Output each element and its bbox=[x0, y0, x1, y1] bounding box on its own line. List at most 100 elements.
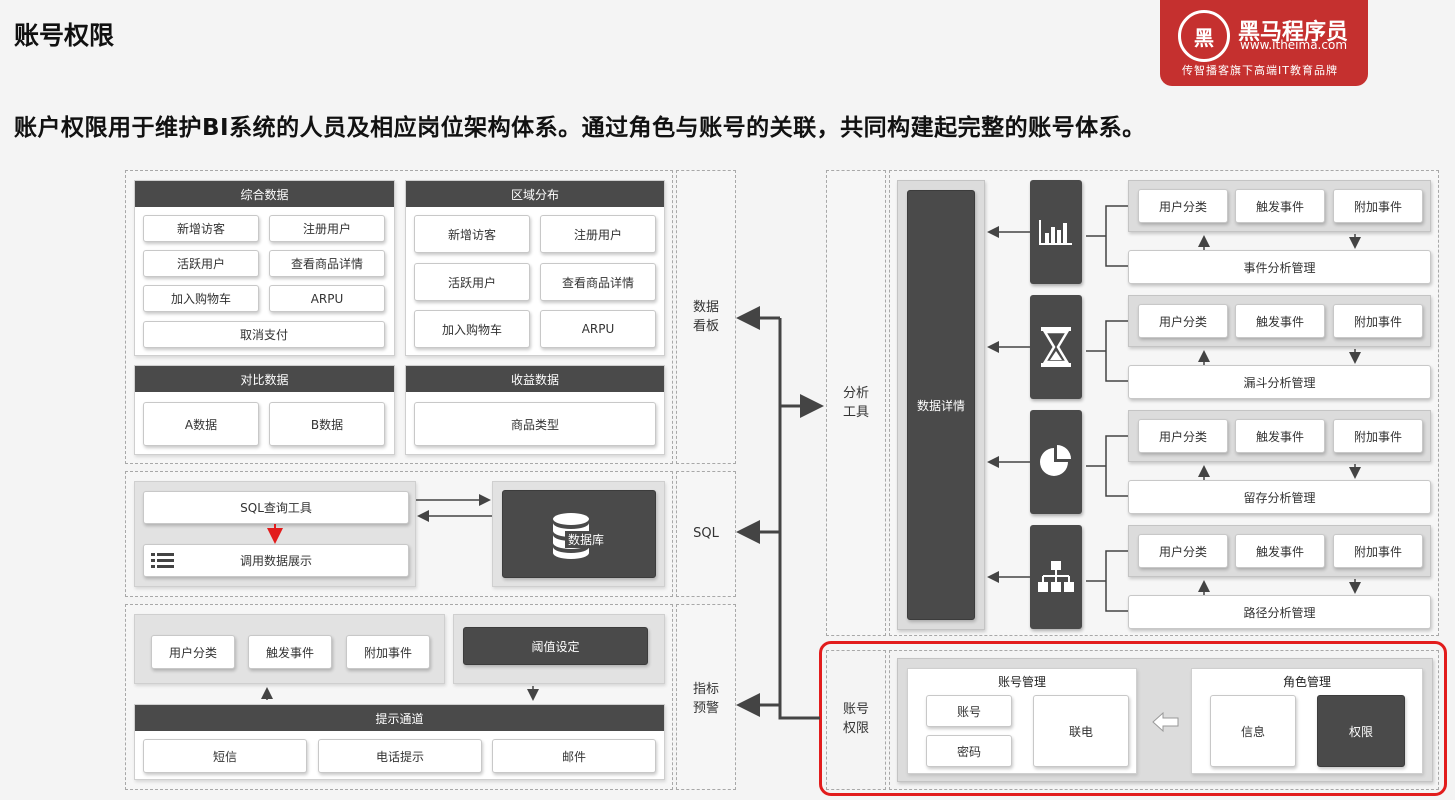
analysis-label-region bbox=[826, 170, 886, 636]
panel-title: 提示通道 bbox=[135, 705, 664, 731]
password-button[interactable]: 密码 bbox=[926, 735, 1012, 767]
metric-new-visitors[interactable]: 新增访客 bbox=[143, 215, 259, 242]
path-analysis-tile[interactable] bbox=[1030, 525, 1082, 629]
account-label: 账号 权限 bbox=[842, 702, 869, 736]
panel-title: 区域分布 bbox=[406, 181, 664, 207]
funnel-analysis-tile[interactable] bbox=[1030, 295, 1082, 399]
analysis-manager-button[interactable]: 漏斗分析管理 bbox=[1128, 365, 1431, 399]
channel-email[interactable]: 邮件 bbox=[492, 739, 656, 773]
page-title: 账号权限 bbox=[14, 21, 115, 50]
metric-active-users[interactable]: 活跃用户 bbox=[414, 263, 530, 301]
metric-cancel-payment[interactable]: 取消支付 bbox=[143, 321, 385, 348]
account-management-panel: 账号管理 账号 密码 联电 bbox=[907, 668, 1137, 774]
analysis-manager-button[interactable]: 事件分析管理 bbox=[1128, 250, 1431, 284]
metric-new-visitors[interactable]: 新增访客 bbox=[414, 215, 530, 253]
analysis-label: 分析 工具 bbox=[842, 386, 869, 420]
metric-arpu[interactable]: ARPU bbox=[540, 310, 656, 348]
alert-label: 指标 预警 bbox=[692, 682, 719, 716]
metric-arpu[interactable]: ARPU bbox=[269, 285, 385, 312]
alert-trigger-event[interactable]: 触发事件 bbox=[248, 635, 332, 669]
metric-registered-users[interactable]: 注册用户 bbox=[540, 215, 656, 253]
account-highlight-frame bbox=[819, 641, 1447, 796]
data-detail-frame: 数据详情 bbox=[897, 180, 985, 630]
arrow-left-icon bbox=[1152, 711, 1179, 733]
threshold-panel: 阈值设定 bbox=[453, 614, 665, 684]
alert-label-region bbox=[676, 604, 736, 790]
option-trigger-event[interactable]: 触发事件 bbox=[1235, 304, 1325, 338]
metric-add-to-cart[interactable]: 加入购物车 bbox=[414, 310, 530, 348]
dashboard-label-region bbox=[676, 170, 736, 464]
metric-add-to-cart[interactable]: 加入购物车 bbox=[143, 285, 259, 312]
analysis-options-frame: 用户分类触发事件附加事件 bbox=[1128, 180, 1431, 232]
metric-b-data[interactable]: B数据 bbox=[269, 402, 385, 446]
hourglass-icon bbox=[1041, 327, 1071, 367]
metric-view-product-detail[interactable]: 查看商品详情 bbox=[269, 250, 385, 277]
sql-tool-panel: SQL查询工具 调用数据展示 bbox=[134, 481, 416, 587]
metric-registered-users[interactable]: 注册用户 bbox=[269, 215, 385, 242]
hierarchy-icon bbox=[1038, 561, 1074, 592]
option-extra-event[interactable]: 附加事件 bbox=[1333, 419, 1423, 453]
revenue-data-panel: 收益数据 商品类型 bbox=[405, 365, 665, 455]
database-block[interactable]: 数据库 bbox=[502, 490, 656, 578]
pie-chart-icon bbox=[1040, 445, 1071, 476]
alert-extra-event[interactable]: 附加事件 bbox=[346, 635, 430, 669]
logo-mark-icon: 黑 bbox=[1178, 10, 1230, 62]
option-extra-event[interactable]: 附加事件 bbox=[1333, 189, 1423, 223]
channel-phone[interactable]: 电话提示 bbox=[318, 739, 482, 773]
analysis-options-frame: 用户分类触发事件附加事件 bbox=[1128, 295, 1431, 347]
option-user-category[interactable]: 用户分类 bbox=[1138, 304, 1228, 338]
database-label: 数据库 bbox=[565, 531, 608, 548]
logo-name: 黑马程序员 bbox=[1238, 20, 1349, 45]
account-management-title: 账号管理 bbox=[997, 675, 1046, 689]
analysis-options-frame: 用户分类触发事件附加事件 bbox=[1128, 525, 1431, 577]
retention-analysis-tile[interactable] bbox=[1030, 410, 1082, 514]
alert-channel-panel: 提示通道 短信 电话提示 邮件 bbox=[134, 704, 665, 780]
option-trigger-event[interactable]: 触发事件 bbox=[1235, 419, 1325, 453]
account-frame: 账号管理 账号 密码 联电 角色管理 信息 权限 bbox=[897, 658, 1433, 782]
sql-label: SQL bbox=[693, 526, 719, 541]
account-label-region bbox=[826, 650, 886, 790]
event-analysis-tile[interactable] bbox=[1030, 180, 1082, 284]
sql-label-region bbox=[676, 471, 736, 597]
permission-button[interactable]: 权限 bbox=[1317, 695, 1405, 767]
metric-a-data[interactable]: A数据 bbox=[143, 402, 259, 446]
option-trigger-event[interactable]: 触发事件 bbox=[1235, 189, 1325, 223]
compare-data-panel: 对比数据 A数据 B数据 bbox=[134, 365, 395, 455]
info-button[interactable]: 信息 bbox=[1210, 695, 1296, 767]
option-user-category[interactable]: 用户分类 bbox=[1138, 534, 1228, 568]
analysis-manager-button[interactable]: 留存分析管理 bbox=[1128, 480, 1431, 514]
metric-active-users[interactable]: 活跃用户 bbox=[143, 250, 259, 277]
metric-view-product-detail[interactable]: 查看商品详情 bbox=[540, 263, 656, 301]
data-display-button[interactable]: 调用数据展示 bbox=[143, 544, 409, 577]
sql-query-tool-button[interactable]: SQL查询工具 bbox=[143, 491, 409, 524]
channel-sms[interactable]: 短信 bbox=[143, 739, 307, 773]
analysis-manager-button[interactable]: 路径分析管理 bbox=[1128, 595, 1431, 629]
data-detail-block[interactable]: 数据详情 bbox=[907, 190, 975, 620]
analysis-options-frame: 用户分类触发事件附加事件 bbox=[1128, 410, 1431, 462]
brand-logo: 黑 黑马程序员 www.itheima.com 传智播客旗下高端IT教育品牌 bbox=[1160, 0, 1368, 86]
metric-product-type[interactable]: 商品类型 bbox=[414, 402, 656, 446]
option-user-category[interactable]: 用户分类 bbox=[1138, 189, 1228, 223]
option-trigger-event[interactable]: 触发事件 bbox=[1235, 534, 1325, 568]
role-management-panel: 角色管理 信息 权限 bbox=[1191, 668, 1423, 774]
role-management-title: 角色管理 bbox=[1282, 675, 1331, 689]
page-subtitle: 账户权限用于维护BI系统的人员及相应岗位架构体系。通过角色与账号的关联，共同构建… bbox=[14, 115, 1146, 141]
region-distribution-panel: 区域分布 新增访客 注册用户 活跃用户 查看商品详情 加入购物车 ARPU bbox=[405, 180, 665, 356]
link-button[interactable]: 联电 bbox=[1033, 695, 1129, 767]
alert-user-category[interactable]: 用户分类 bbox=[151, 635, 235, 669]
panel-title: 对比数据 bbox=[135, 366, 394, 392]
logo-url: www.itheima.com bbox=[1240, 38, 1348, 52]
dashboard-label: 数据 看板 bbox=[692, 300, 719, 334]
panel-title: 收益数据 bbox=[406, 366, 664, 392]
option-extra-event[interactable]: 附加事件 bbox=[1333, 534, 1423, 568]
database-panel: 数据库 bbox=[492, 481, 665, 587]
option-user-category[interactable]: 用户分类 bbox=[1138, 419, 1228, 453]
logo-slogan: 传智播客旗下高端IT教育品牌 bbox=[1182, 64, 1338, 77]
account-region bbox=[889, 650, 1439, 790]
panel-title: 综合数据 bbox=[135, 181, 394, 207]
account-button[interactable]: 账号 bbox=[926, 695, 1012, 727]
alert-conditions-panel: 用户分类 触发事件 附加事件 bbox=[134, 614, 445, 684]
option-extra-event[interactable]: 附加事件 bbox=[1333, 304, 1423, 338]
threshold-setting-button[interactable]: 阈值设定 bbox=[463, 627, 648, 665]
